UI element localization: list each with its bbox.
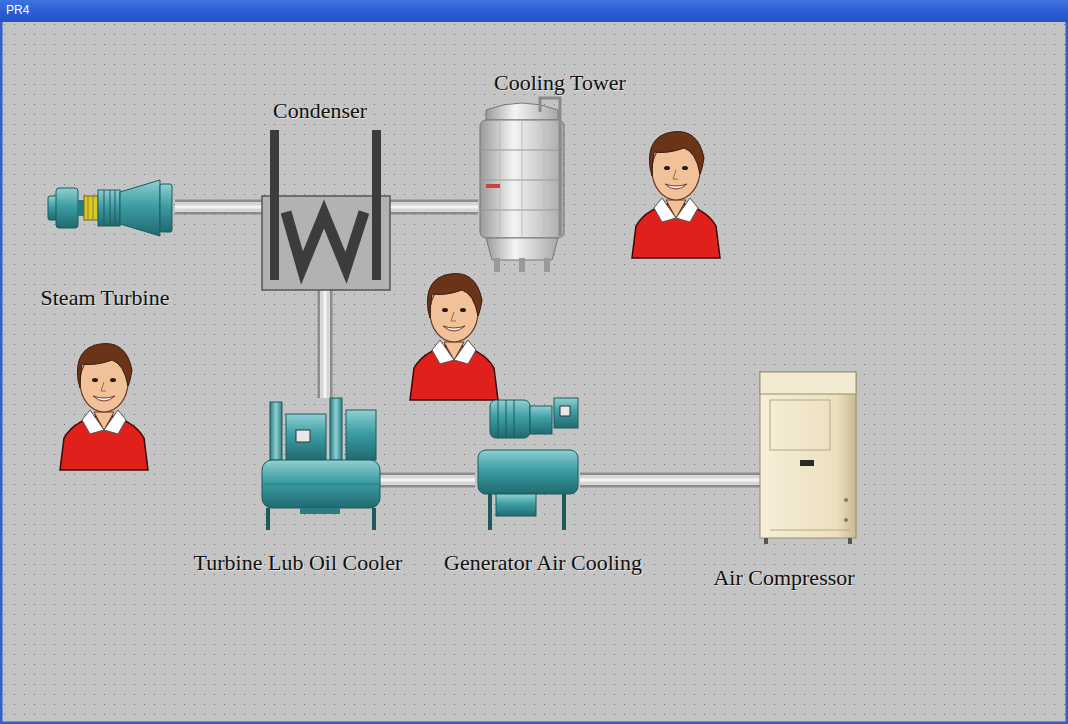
condenser-node: Condenser — [262, 130, 390, 290]
generator-air-cooling-node: Generator Air Cooling — [475, 393, 580, 530]
pipe-body — [318, 290, 333, 398]
equipment-label: Steam Turbine — [41, 285, 170, 311]
lub-oil-cooler-icon — [262, 398, 380, 530]
pipe-body — [580, 473, 760, 488]
pipe — [390, 207, 478, 208]
air-compressor-icon — [760, 372, 856, 544]
equipment-label: Cooling Tower — [494, 70, 626, 96]
window-title: PR4 — [6, 3, 29, 17]
steam-turbine-icon — [48, 180, 172, 236]
pipe-body — [380, 475, 475, 485]
operator-figure — [632, 132, 720, 258]
pipe — [380, 480, 475, 481]
steam-turbine-node: Steam Turbine — [48, 180, 175, 236]
pipe-highlight — [380, 479, 475, 482]
generator-air-cooling-icon — [478, 398, 578, 530]
pipe-highlight — [580, 479, 760, 482]
lub-oil-cooler-node: Turbine Lub Oil Cooler — [262, 398, 380, 530]
pipe-body — [380, 473, 475, 488]
pipe-highlight — [390, 206, 478, 209]
window-title-bar: PR4 — [0, 0, 1068, 22]
pipe — [325, 290, 326, 398]
pipe-body — [175, 200, 262, 215]
pipe-body — [390, 200, 478, 215]
cooling-tower-icon — [480, 98, 564, 272]
equipment-label: Air Compressor — [713, 565, 854, 591]
equipment-label: Turbine Lub Oil Cooler — [194, 550, 403, 576]
operator-figure — [410, 274, 498, 400]
equipment-label: Generator Air Cooling — [444, 550, 642, 576]
equipment-label: Condenser — [273, 98, 367, 124]
pipe — [580, 480, 760, 481]
pipe-highlight — [324, 290, 327, 398]
operator-figure — [60, 344, 148, 470]
pipe — [175, 207, 262, 208]
condenser-icon — [262, 130, 390, 290]
pipe-body — [320, 290, 330, 398]
pipe-highlight — [175, 206, 262, 209]
pipe-body — [390, 202, 478, 212]
pipe-body — [580, 475, 760, 485]
cooling-tower-node: Cooling Tower — [478, 95, 566, 273]
pipe-body — [175, 202, 262, 212]
air-compressor-node: Air Compressor — [760, 372, 856, 544]
